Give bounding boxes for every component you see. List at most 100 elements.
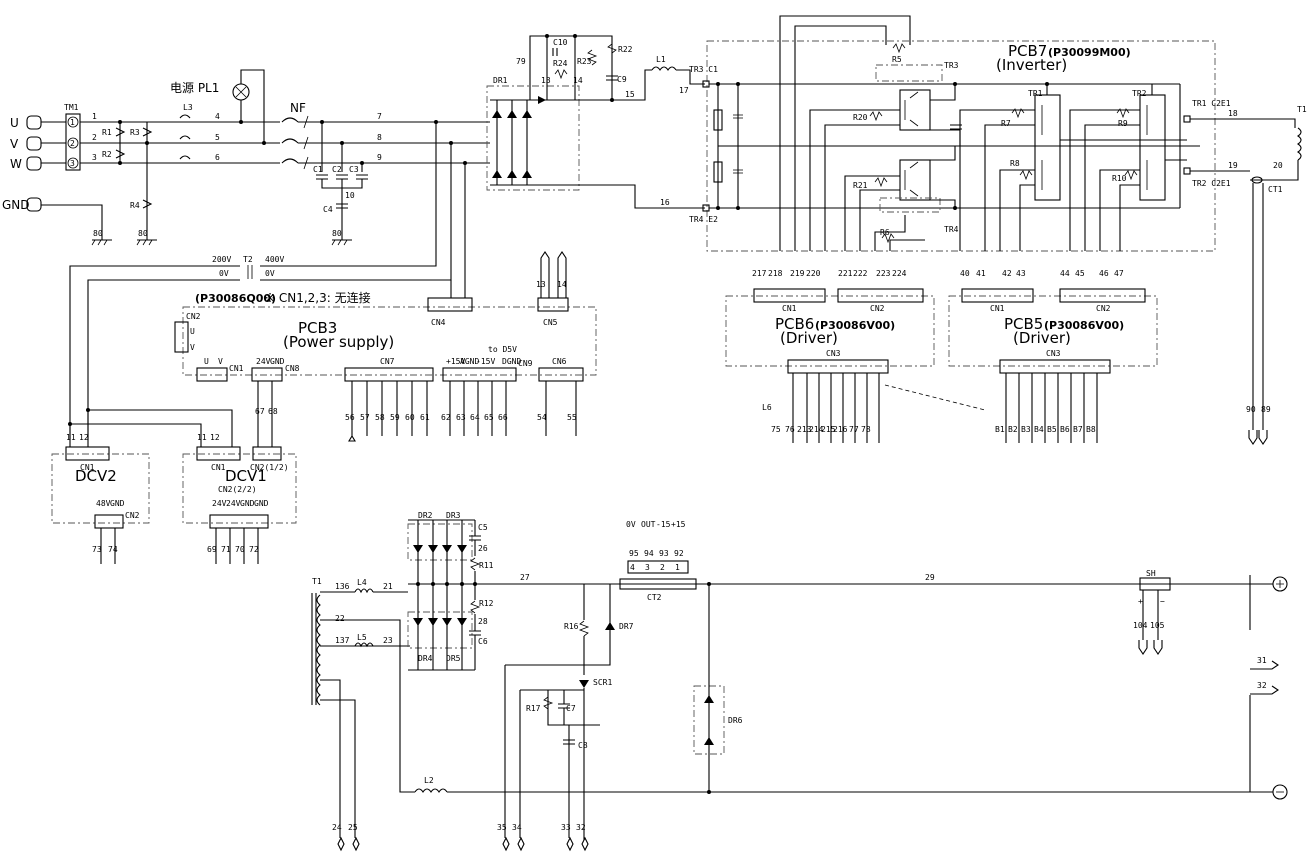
transformer-t2: 200V 0V T2 400V 0V — [68, 122, 466, 440]
svg-text:B1: B1 — [995, 425, 1005, 434]
dcv1-cn2a-label: CN2(1/2) — [250, 463, 289, 472]
pcb7-part: (P30099M00) — [1048, 46, 1131, 59]
wire-27: 27 — [520, 573, 530, 582]
pcb3-cn8-pin-67: 67 — [255, 407, 265, 416]
wire-90: 90 — [1246, 405, 1256, 414]
svg-text:4: 4 — [630, 563, 635, 572]
svg-text:47: 47 — [1114, 269, 1124, 278]
wire-6: 6 — [215, 153, 220, 162]
pcb3-subtitle: (Power supply) — [283, 333, 394, 351]
ct2-label: CT2 — [647, 593, 662, 602]
wire-80a: 80 — [93, 229, 103, 238]
tm1-pin-2: 2 — [70, 139, 75, 148]
pcb3-cn9-agnd: AGND — [460, 357, 479, 366]
wire-28: 28 — [478, 617, 488, 626]
scr1-label: SCR1 — [593, 678, 612, 687]
dcv2-wire-12: 12 — [79, 433, 89, 442]
r12-label: R12 — [479, 599, 494, 608]
pcb5-subtitle: (Driver) — [1013, 329, 1071, 347]
input-lines: 1 2 3 R1 R2 R3 R4 80 80 L3 4 5 6 电源 PL1 … — [80, 69, 490, 246]
dcv1-title: DCV1 — [225, 467, 267, 485]
pcb5-cn2-label: CN2 — [1096, 304, 1111, 313]
wire-25: 25 — [348, 823, 358, 832]
wire-17: 17 — [679, 86, 689, 95]
pcb5-cn3-label: CN3 — [1046, 349, 1061, 358]
c9-label: C9 — [617, 75, 627, 84]
l4-label: L4 — [357, 578, 367, 587]
pcb3-cn9-p15: +15V — [446, 357, 465, 366]
dcv2-48v: 48V — [96, 499, 111, 508]
wire-10: 10 — [345, 191, 355, 200]
dcv1-wire-69: 69 — [207, 545, 217, 554]
wire-105: 105 — [1150, 621, 1165, 630]
l3-label: L3 — [183, 103, 193, 112]
dr1-node-13: 13 — [541, 76, 551, 85]
pcb6-cn1-label: CN1 — [782, 304, 797, 313]
r8-label: R8 — [1010, 159, 1020, 168]
pcb5-part: (P30086V00) — [1044, 319, 1124, 332]
r10-label: R10 — [1112, 174, 1127, 183]
tm1-pin-3: 3 — [70, 159, 75, 168]
wire-35: 35 — [497, 823, 507, 832]
wire-4: 4 — [215, 112, 220, 121]
svg-text:77: 77 — [849, 425, 859, 434]
svg-text:40: 40 — [960, 269, 970, 278]
tr4-body — [899, 159, 931, 201]
t1-output-label: T1 — [312, 577, 322, 586]
svg-text:63: 63 — [456, 413, 466, 422]
svg-text:222: 222 — [853, 269, 868, 278]
dr7-label: DR7 — [619, 622, 634, 631]
svg-text:62: 62 — [441, 413, 451, 422]
t2-0v-left: 0V — [219, 269, 229, 278]
svg-text:213: 213 — [797, 425, 812, 434]
tr2-label: TR2 — [1132, 89, 1147, 98]
r6-label: R6 — [880, 228, 890, 237]
r11-label: R11 — [479, 561, 494, 570]
svg-text:55: 55 — [567, 413, 577, 422]
pcb3-note: ※ CN1,2,3: 无连接 — [265, 290, 371, 305]
svg-text:45: 45 — [1075, 269, 1085, 278]
pcb3-part: (P30086Q00) — [195, 292, 276, 305]
wire-136: 136 — [335, 582, 350, 591]
svg-text:56: 56 — [345, 413, 355, 422]
svg-text:223: 223 — [876, 269, 891, 278]
r2-label: R2 — [102, 150, 112, 159]
dcv2-wire-11: 11 — [66, 433, 76, 442]
tm1-block — [65, 113, 81, 171]
dcv2-wire-74: 74 — [108, 545, 118, 554]
svg-text:B2: B2 — [1008, 425, 1018, 434]
terminal-gnd-label: GND — [2, 198, 30, 212]
svg-text:92: 92 — [674, 549, 684, 558]
svg-text:B7: B7 — [1073, 425, 1083, 434]
dcv2-cn2-label: CN2 — [125, 511, 140, 520]
pcb6-subtitle: (Driver) — [780, 329, 838, 347]
dr1-rectifier: DR1 13 14 16 — [486, 76, 705, 209]
l1-label: L1 — [656, 55, 666, 64]
svg-text:76: 76 — [785, 425, 795, 434]
pcb3-cn8-pin-68: 68 — [268, 407, 278, 416]
r24-label: R24 — [553, 59, 568, 68]
dcv2-wire-73: 73 — [92, 545, 102, 554]
pcb3-cn9-dgnd: DGND — [502, 357, 521, 366]
svg-text:0V: 0V — [626, 520, 636, 529]
wire-8: 8 — [377, 133, 382, 142]
wire-33: 33 — [561, 823, 571, 832]
pcb3-cn4-label: CN4 — [431, 318, 446, 327]
pcb3-cn1-u: U — [204, 357, 209, 366]
tr4-e2-label: TR4 E2 — [689, 215, 718, 224]
tr1-body — [1034, 94, 1061, 201]
dcv1-wire-70: 70 — [235, 545, 245, 554]
tr4-label: TR4 — [944, 225, 959, 234]
input-terminals: U V W GND TM1 1 2 3 — [2, 103, 103, 240]
wire-137: 137 — [335, 636, 350, 645]
svg-text:-15: -15 — [656, 520, 671, 529]
pcb3-cn9-to5v: to D5V — [488, 345, 517, 354]
c8-label: C8 — [578, 741, 588, 750]
wire-9: 9 — [377, 153, 382, 162]
svg-text:216: 216 — [833, 425, 848, 434]
wire-1: 1 — [92, 112, 97, 121]
wire-3: 3 — [92, 153, 97, 162]
tr1-out-label: TR1 C2E1 — [1192, 99, 1231, 108]
